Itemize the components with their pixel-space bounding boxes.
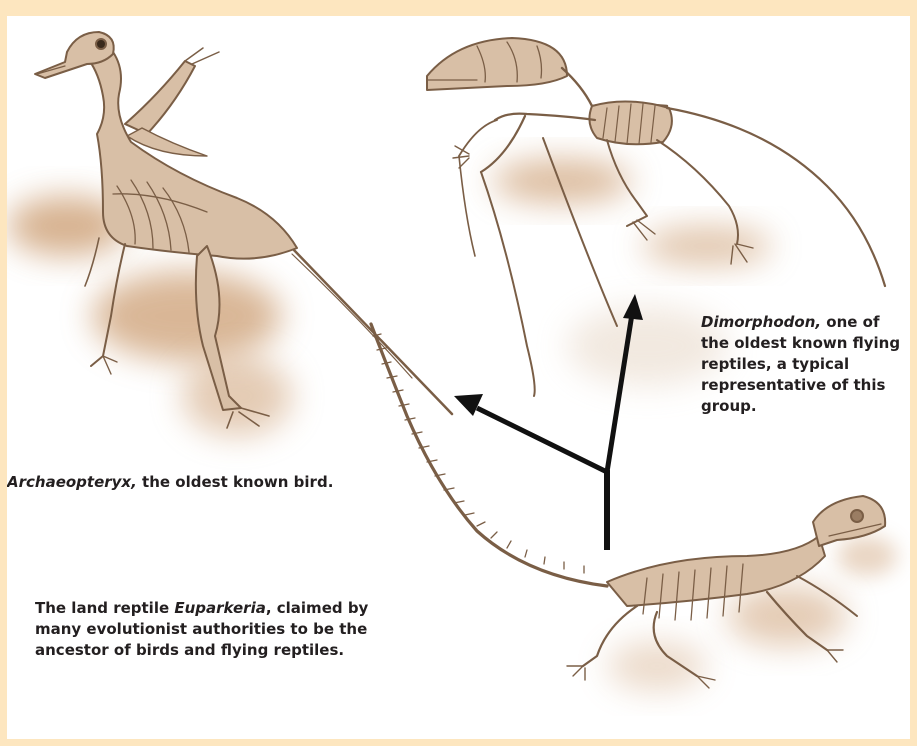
dimorphodon-name: Dimorphodon, (701, 313, 821, 331)
euparkeria-name: Euparkeria (174, 599, 265, 617)
archaeopteryx-caption: Archaeopteryx, the oldest known bird. (7, 472, 427, 493)
archaeopteryx-description: the oldest known bird. (137, 473, 334, 491)
dimorphodon-caption: Dimorphodon, one of the oldest known fly… (701, 312, 901, 417)
euparkeria-caption: The land reptile Euparkeria, claimed by … (35, 598, 395, 661)
arrow-to-archaeopteryx (477, 408, 607, 472)
archaeopteryx-name: Archaeopteryx, (7, 473, 137, 491)
arrow-head-archaeopteryx (454, 394, 483, 416)
euparkeria-intro: The land reptile (35, 599, 174, 617)
